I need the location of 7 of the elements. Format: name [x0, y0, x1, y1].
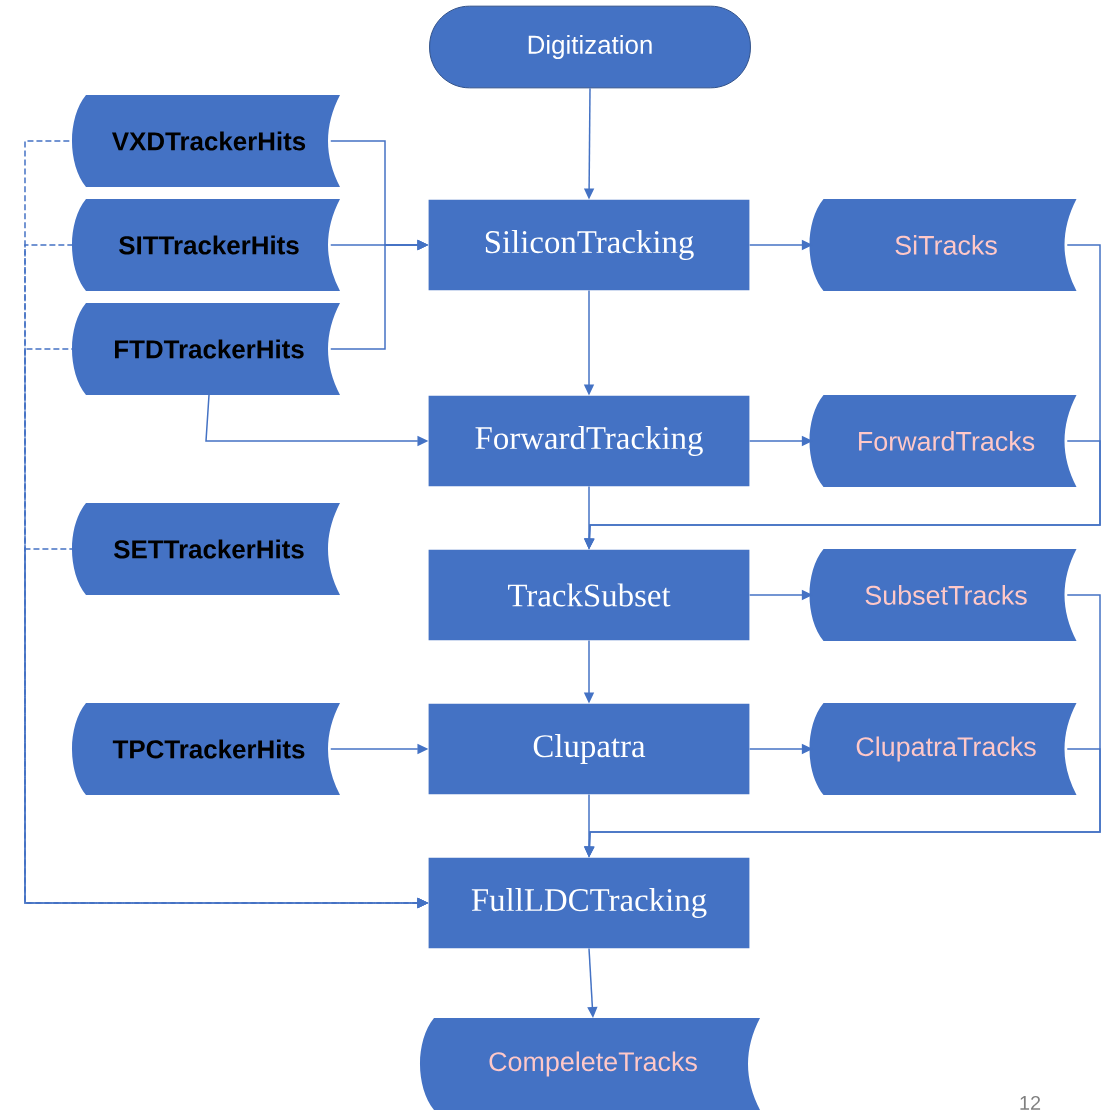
process-box: ForwardTracking: [428, 395, 750, 487]
terminal-pill: Digitization: [429, 5, 751, 89]
page-number: 12: [1020, 1095, 1041, 1110]
process-box: FullLDCTracking: [428, 857, 750, 949]
process-box: TrackSubset: [428, 549, 750, 641]
process-box: Clupatra: [428, 703, 750, 795]
process-box: SiliconTracking: [428, 199, 750, 291]
